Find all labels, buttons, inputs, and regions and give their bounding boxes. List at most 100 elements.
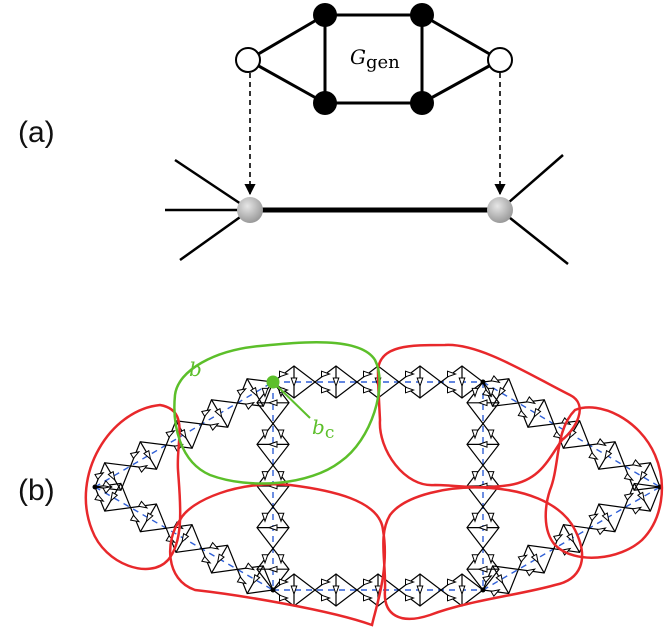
center-label-sub: c [325, 423, 335, 443]
gadget-arrowhead [405, 594, 416, 602]
gadget-cell [588, 503, 626, 536]
gadget-arrowhead [631, 459, 643, 468]
gadget-arrowhead [405, 370, 416, 378]
gadget-cell [466, 505, 500, 550]
gadget-arrowhead [277, 429, 285, 440]
gadget-arrowhead [332, 585, 340, 596]
gadget-arrowhead [129, 451, 141, 460]
gadget-arrowhead [181, 532, 190, 544]
gadget-cell [94, 479, 132, 512]
gadget-arrowhead [637, 491, 646, 503]
gadget-arrowhead [137, 464, 149, 473]
gadget-arrowhead [261, 512, 269, 523]
gadget-arrowhead [477, 440, 488, 448]
gadget-arrowhead [363, 578, 374, 586]
gadget-arrowhead [477, 524, 488, 532]
boundary-top-right [376, 343, 581, 489]
center-vertex-bc [266, 375, 280, 389]
panel-b: (b) b bc [18, 341, 664, 627]
gadget-arrowhead [517, 409, 528, 418]
gadget-arrowhead [471, 387, 479, 398]
gadget-arrowhead [458, 585, 466, 596]
gadget-arrowhead [416, 585, 424, 596]
gadget-cell [129, 441, 168, 473]
gadget-arrowhead [236, 388, 247, 397]
gadget-arrowhead [94, 493, 105, 502]
gadget-label: Ggen [350, 45, 400, 73]
gadget-arrowhead [143, 449, 152, 461]
gadget-label-main: G [350, 45, 366, 69]
gadget-arrowhead [471, 554, 479, 565]
gadget-arrowhead [267, 440, 278, 448]
gadget-arrowhead [530, 553, 539, 564]
gadget-arrowhead [216, 553, 225, 564]
gadget-arrowhead [178, 428, 187, 440]
gadget-cell [466, 547, 500, 591]
gadget-arrowhead [129, 514, 141, 523]
boundary-block-b [173, 341, 381, 485]
gadget-arrowhead [552, 533, 564, 543]
gadget-arrowhead [363, 386, 374, 394]
center-leader-line [272, 381, 311, 419]
gadget-arrowhead [588, 451, 599, 460]
gadget-arrowhead [447, 594, 458, 602]
gadget-filled-vertex [410, 3, 434, 27]
gadget-arrowhead [363, 594, 374, 602]
gadget-arrowhead [596, 438, 607, 447]
gadget-arrowhead [279, 594, 290, 602]
terminal-vertex-left [237, 197, 263, 223]
gadget-arrowhead [487, 429, 495, 440]
gadget-cell [482, 375, 520, 407]
gadget-cell [482, 565, 520, 598]
gadget-edge [247, 13, 326, 62]
gadget-cell [129, 500, 168, 533]
gadget-arrowhead [321, 370, 332, 378]
gadget-arrowhead [566, 532, 575, 544]
pendant-edge [499, 154, 564, 211]
gadget-arrowhead [94, 472, 105, 481]
gadget-arrowhead [416, 377, 424, 388]
gadget-arrowhead [261, 554, 269, 565]
boundary-right [544, 406, 664, 559]
gadget-arrowhead [477, 399, 488, 407]
gadget-arrowhead [490, 588, 501, 598]
gadget-arrowhead [471, 512, 479, 523]
gadget-arrowhead [137, 500, 149, 509]
center-label: bc [312, 415, 334, 443]
gadget-arrowhead [604, 449, 613, 461]
gadget-arrowhead [487, 387, 495, 398]
gadget-arrowhead [487, 512, 495, 523]
gadget-cell [200, 541, 239, 574]
terminal-vertex-right [487, 197, 513, 223]
gadget-arrowhead [107, 470, 116, 482]
gadget-arrowhead [110, 491, 119, 503]
gadget-arrowhead [279, 370, 290, 378]
gadget-arrowhead [252, 574, 261, 585]
gadget-arrowhead [363, 370, 374, 378]
gadget-arrowhead [261, 387, 269, 398]
gadget-arrowhead [447, 578, 458, 586]
gadget-arrowhead [277, 471, 285, 482]
gadget-arrowhead [631, 506, 643, 515]
gadget-cell [165, 420, 203, 452]
gadget-arrowhead [639, 470, 648, 482]
gadget-arrowhead [165, 430, 176, 439]
gadget-arrowhead [332, 377, 340, 388]
panel-a: (a) Ggen [18, 3, 569, 265]
gadget-edge [421, 13, 501, 62]
gadget-arrowhead [482, 388, 493, 397]
gadget-open-vertex-right [487, 47, 513, 73]
gadget-arrowhead [277, 554, 285, 565]
gadget-cell [588, 438, 626, 470]
gadget-arrowhead [517, 554, 528, 563]
gadget-arrowhead [261, 471, 269, 482]
gadget-arrowhead [482, 575, 493, 584]
gadget-cell [94, 462, 132, 494]
gadget-arrowhead [290, 585, 298, 596]
gadget-filled-vertex [313, 3, 337, 27]
gadget-edge [421, 58, 501, 105]
gadget-arrowhead [321, 594, 332, 602]
gadget-arrowhead [321, 578, 332, 586]
gadget-arrowhead [236, 576, 248, 585]
gadget-cell [256, 505, 290, 550]
